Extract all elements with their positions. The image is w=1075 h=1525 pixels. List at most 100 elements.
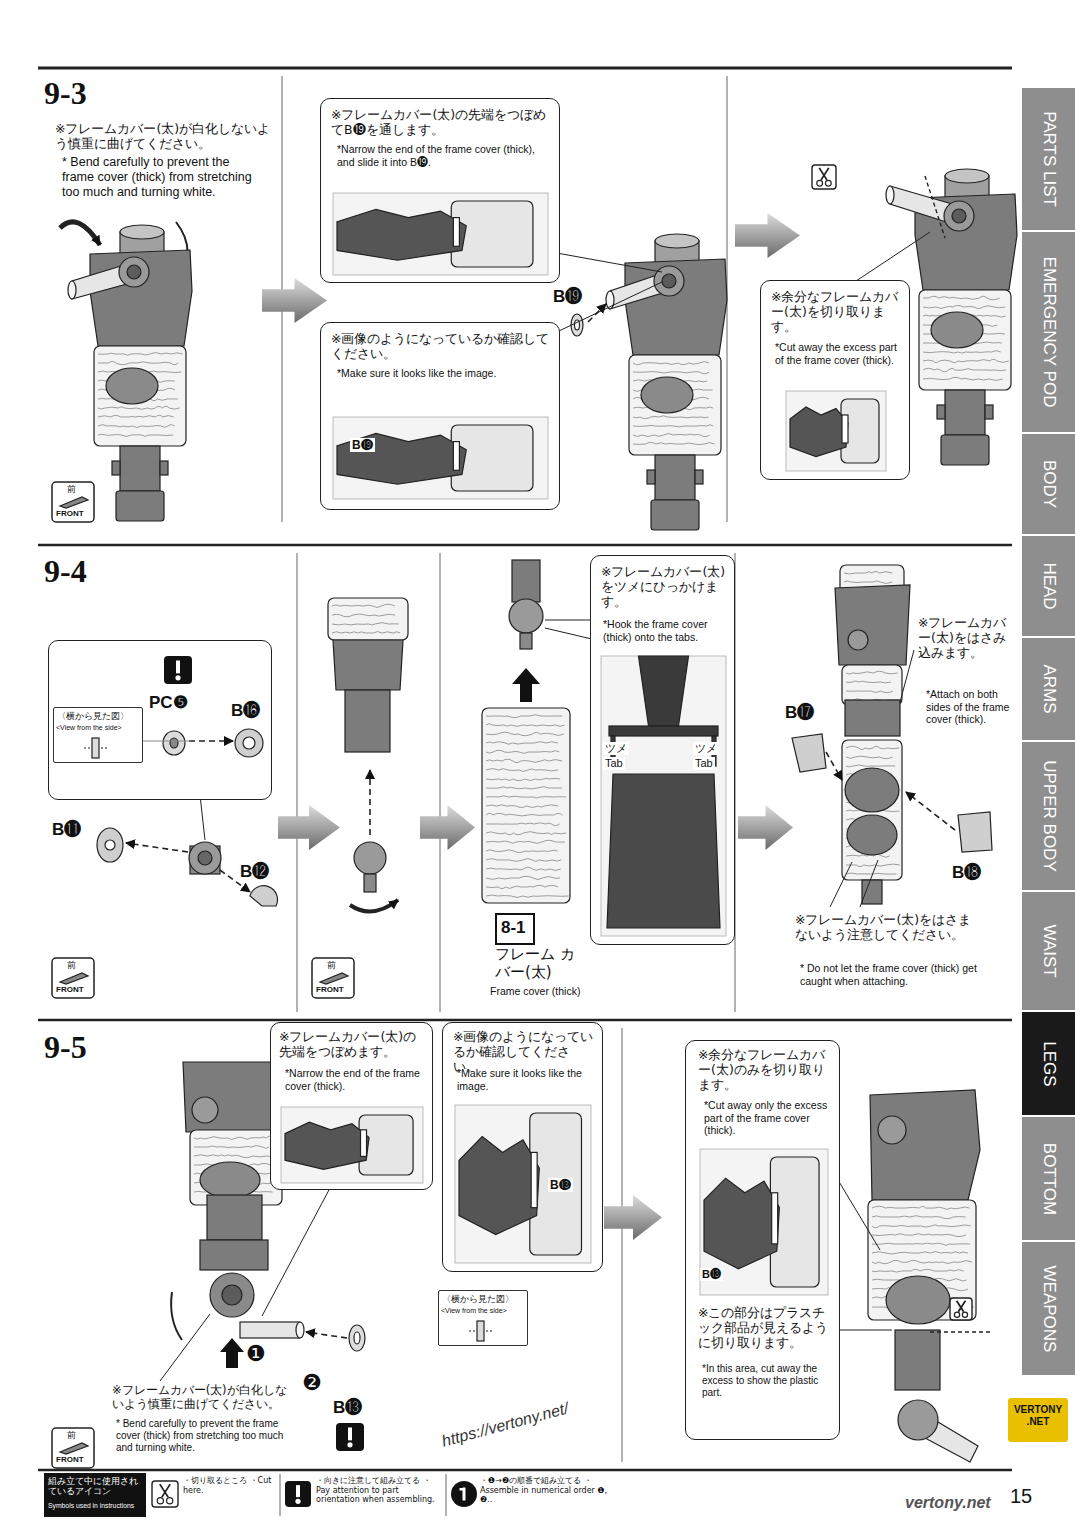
section-tab: UPPER BODY xyxy=(1022,742,1075,890)
photo-ring xyxy=(842,415,848,443)
washer-profile xyxy=(477,1321,484,1341)
cover-wrinkle xyxy=(633,442,715,444)
cover-wrinkle xyxy=(872,1243,970,1245)
note-text: ※フレームカバー(太)が白化しないよう慎重に曲げてください。 xyxy=(55,121,283,151)
cut-icon xyxy=(821,168,829,180)
callout-text-en: *Cut away the excess part of the frame c… xyxy=(775,341,903,366)
knee-cap xyxy=(945,169,989,183)
caution-icon xyxy=(285,1481,311,1507)
legend-text: ・切り取るところ ・Cut here. xyxy=(183,1476,273,1495)
caution-icon xyxy=(348,1427,352,1440)
lower-frame xyxy=(655,455,695,500)
bend-arrow xyxy=(350,900,398,911)
illustration-group xyxy=(38,68,1068,1517)
cover-wrinkle xyxy=(486,796,566,798)
lower-frame xyxy=(207,1195,262,1240)
cover-wrinkle xyxy=(846,691,893,693)
leader-line xyxy=(469,1331,475,1332)
knee-joint xyxy=(848,630,868,650)
callout-text-en: B⓰ xyxy=(231,701,260,721)
photo-label: ツメ xyxy=(603,742,629,755)
caution-icon xyxy=(347,1442,352,1447)
caution-icon xyxy=(295,1499,300,1504)
callout-pointer xyxy=(838,1180,880,1250)
lower-frame xyxy=(945,390,985,435)
front-icon xyxy=(60,973,88,984)
part-number: B⓫ xyxy=(52,820,81,840)
joint-part xyxy=(364,874,376,892)
callout-text-ja: ※フレームカバー(太)をツメにひっかけます。 xyxy=(601,564,729,609)
watermark: vertony.net xyxy=(905,1493,991,1512)
cover-wrinkle xyxy=(872,1252,968,1254)
callout-pointer xyxy=(200,795,205,840)
frame-line xyxy=(38,1019,1012,1022)
cover-wrinkle xyxy=(98,434,173,436)
lower-frame xyxy=(200,1240,268,1270)
callout-box: ※フレームカバー(太)の先端をつぼめます。*Narrow the end of … xyxy=(270,1022,433,1190)
tab-label: LEGS xyxy=(1038,1041,1058,1086)
front-icon-label: FRONT xyxy=(56,1455,84,1465)
joint-armor xyxy=(200,1162,260,1198)
section-tab: BOTTOM xyxy=(1022,1117,1075,1240)
callout-pointer xyxy=(262,1188,330,1316)
tab-label: WAIST xyxy=(1038,924,1058,977)
cover-wrinkle xyxy=(486,832,566,835)
cut-icon xyxy=(950,1298,972,1320)
photo xyxy=(601,656,726,936)
front-icon-label: FRONT xyxy=(56,509,84,519)
front-icon-label: FRONT xyxy=(56,985,84,995)
thigh-frame xyxy=(625,259,727,355)
photo-cover xyxy=(459,1137,539,1235)
view-inset: 〈横から見た図〉<View from the side> xyxy=(53,707,143,763)
caution-icon xyxy=(175,675,180,680)
photo-part xyxy=(770,1157,819,1287)
assembly-arrow xyxy=(906,792,955,830)
callout-pointer xyxy=(545,628,596,640)
callout-box: ※余分なフレームカバー(太)のみを切り取ります。*Cut away only t… xyxy=(685,1040,840,1440)
cover-wrinkle xyxy=(923,377,1003,380)
callout-pointer xyxy=(545,620,596,621)
part-number: B⓭ xyxy=(333,1398,362,1418)
photo xyxy=(281,1107,423,1183)
joint-part xyxy=(189,842,221,874)
cover-wrinkle xyxy=(486,805,558,808)
part-number: B⓬ xyxy=(240,862,269,882)
photo-cover xyxy=(337,433,466,484)
photo xyxy=(333,417,548,499)
section-tab: BODY xyxy=(1022,434,1075,534)
leader-line xyxy=(160,1314,210,1381)
cover-wrinkle xyxy=(486,759,562,762)
leader-line xyxy=(486,1331,492,1332)
lower-frame xyxy=(120,446,160,491)
caution-icon xyxy=(164,656,192,684)
cover-wrinkle xyxy=(844,571,892,574)
polycap-tube xyxy=(68,281,76,299)
cut-icon xyxy=(958,1301,965,1312)
cover-wrinkle xyxy=(98,353,183,356)
photo-part xyxy=(841,399,879,463)
cover-wrinkle xyxy=(872,1260,972,1263)
joint-part xyxy=(222,1285,242,1305)
knee-joint xyxy=(952,209,966,223)
front-icon xyxy=(312,958,354,998)
cover-wrinkle xyxy=(846,671,898,674)
section-tab: WAIST xyxy=(1022,892,1075,1010)
callout-box: ※フレームカバー(太)の先端をつぼめてB⓳を通します。*Narrow the e… xyxy=(320,98,560,283)
inset-caption: 〈横から見た図〉 xyxy=(57,711,137,721)
caution-icon xyxy=(336,1423,364,1451)
part-b17 xyxy=(792,734,826,772)
frame-line xyxy=(38,544,1012,547)
tab-label: BOTTOM xyxy=(1038,1142,1058,1214)
step-arrow xyxy=(262,278,327,323)
assembly-arrow xyxy=(306,1332,347,1338)
joint-armor xyxy=(641,377,693,413)
frame-cover xyxy=(94,346,186,446)
legend-divider xyxy=(446,1474,447,1516)
knee-joint xyxy=(192,1097,218,1123)
joint-part xyxy=(520,633,532,649)
lower-frame xyxy=(512,560,540,602)
bend-arrow xyxy=(220,1338,244,1368)
joint-armor xyxy=(845,768,899,812)
front-icon xyxy=(320,973,348,984)
tab-label: WEAPONS xyxy=(1038,1265,1058,1352)
